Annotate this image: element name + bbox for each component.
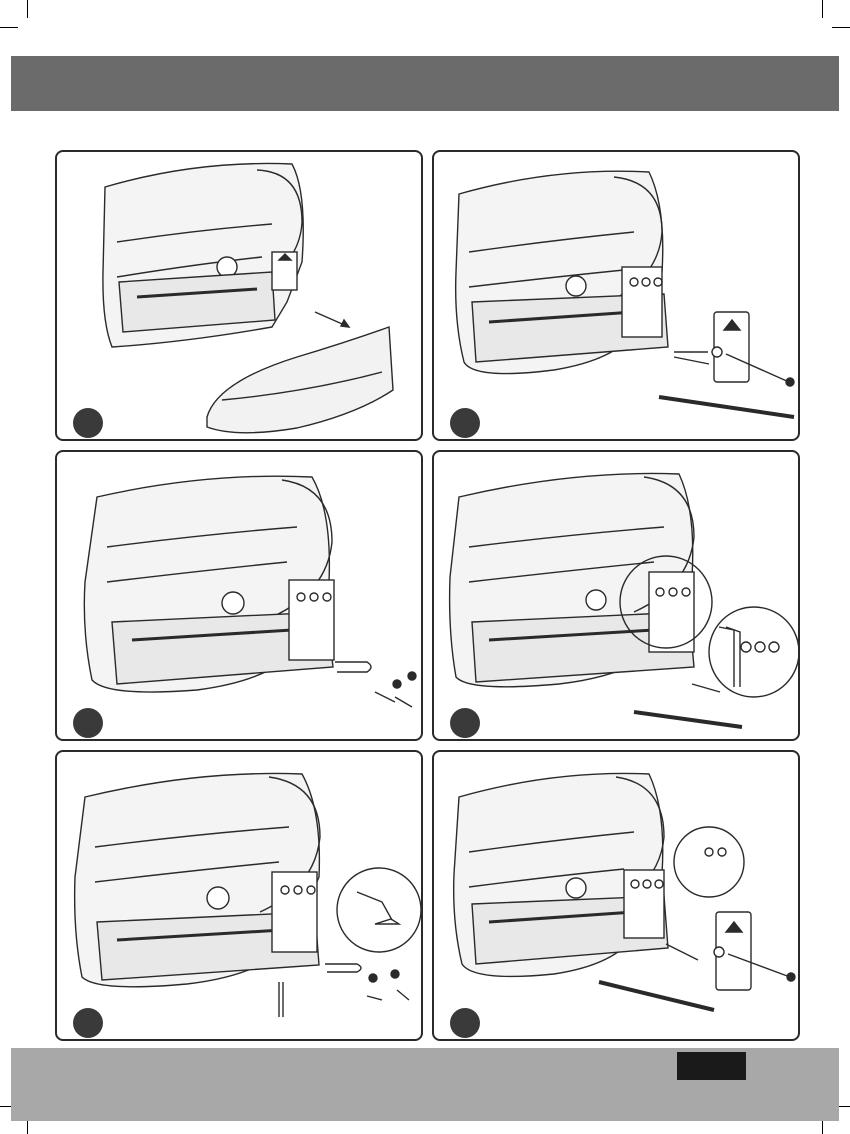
- crop-mark: [27, 0, 28, 18]
- controller-illustration: [434, 452, 800, 741]
- step-badge: [73, 708, 103, 738]
- step-panel-5: [55, 750, 423, 1041]
- controller-illustration: [434, 752, 800, 1041]
- step-badge: [450, 1008, 480, 1038]
- crop-mark: [822, 0, 823, 18]
- step-badge: [73, 408, 103, 438]
- controller-illustration: [434, 152, 800, 441]
- step-panel-3: [55, 450, 423, 741]
- step-panel-1: [55, 150, 423, 441]
- crop-mark: [0, 27, 18, 28]
- page-number-tab: [677, 1052, 746, 1080]
- step-badge: [450, 408, 480, 438]
- step-panel-2: [432, 150, 800, 441]
- step-panel-4: [432, 450, 800, 741]
- crop-mark: [832, 27, 850, 28]
- controller-illustration: [57, 452, 423, 741]
- step-badge: [450, 708, 480, 738]
- header-band: [11, 56, 839, 111]
- step-badge: [73, 1008, 103, 1038]
- step-panel-6: [432, 750, 800, 1041]
- controller-illustration: [57, 152, 423, 441]
- controller-illustration: [57, 752, 423, 1041]
